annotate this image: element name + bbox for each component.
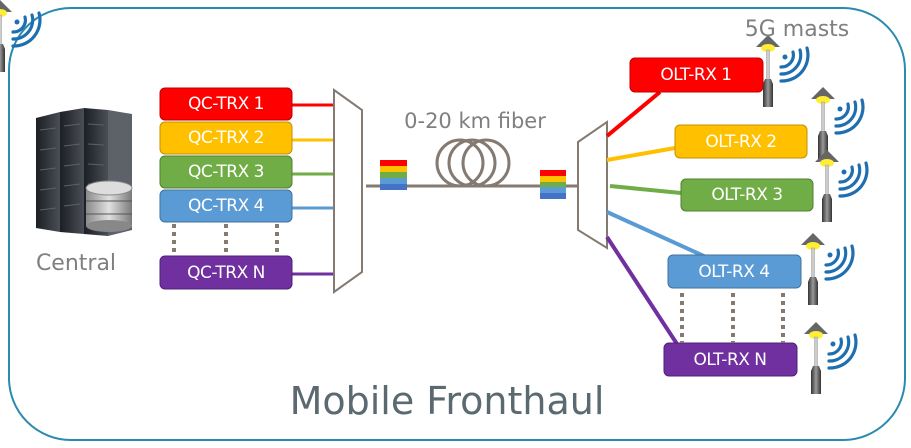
transmitter-box: QC-TRX 4 — [159, 189, 293, 223]
fiber-coil-icon — [435, 138, 511, 188]
fiber-label: 0-20 km fiber — [404, 109, 546, 133]
wavelength-stack-icon — [540, 170, 566, 199]
receiver-label: OLT-RX N — [693, 350, 766, 370]
transmitter-box: QC-TRX 1 — [159, 87, 293, 121]
demultiplexer — [577, 120, 608, 250]
wavelength-stack-icon — [380, 160, 407, 190]
ellipsis-dots — [172, 224, 279, 256]
receiver-box: OLT-RX 3 — [680, 178, 814, 212]
receiver-box: OLT-RX 1 — [629, 57, 764, 93]
transmitter-label: QC-TRX 4 — [188, 196, 264, 216]
receiver-label: OLT-RX 3 — [711, 185, 782, 205]
transmitter-label: QC-TRX 3 — [188, 162, 264, 182]
receiver-links — [605, 90, 707, 346]
diagram-title: Mobile Fronthaul — [290, 379, 605, 423]
transmitter-label: QC-TRX N — [187, 263, 265, 283]
transmitter-group: QC-TRX 1 QC-TRX 2 QC-TRX 3 QC-TRX 4 QC-T… — [159, 87, 334, 290]
receiver-label: OLT-RX 2 — [705, 132, 776, 152]
transmitter-box: QC-TRX 2 — [159, 121, 293, 155]
receiver-label: OLT-RX 1 — [660, 65, 731, 85]
receiver-box: OLT-RX 4 — [667, 254, 802, 289]
receiver-label: OLT-RX 4 — [698, 262, 769, 282]
masts-label: 5G masts — [745, 17, 850, 42]
transmitter-label: QC-TRX 1 — [188, 94, 264, 114]
database-icon — [85, 180, 133, 232]
central-label: Central — [36, 251, 116, 276]
receiver-box: OLT-RX 2 — [674, 124, 808, 159]
ellipsis-dots — [680, 293, 785, 343]
receiver-box: OLT-RX N — [663, 342, 798, 377]
multiplexer — [333, 88, 363, 294]
transmitter-box: QC-TRX N — [159, 255, 293, 290]
frame-border — [8, 7, 906, 441]
mast-icon — [0, 0, 42, 72]
transmitter-label: QC-TRX 2 — [188, 128, 264, 148]
transmitter-box: QC-TRX 3 — [159, 155, 293, 189]
